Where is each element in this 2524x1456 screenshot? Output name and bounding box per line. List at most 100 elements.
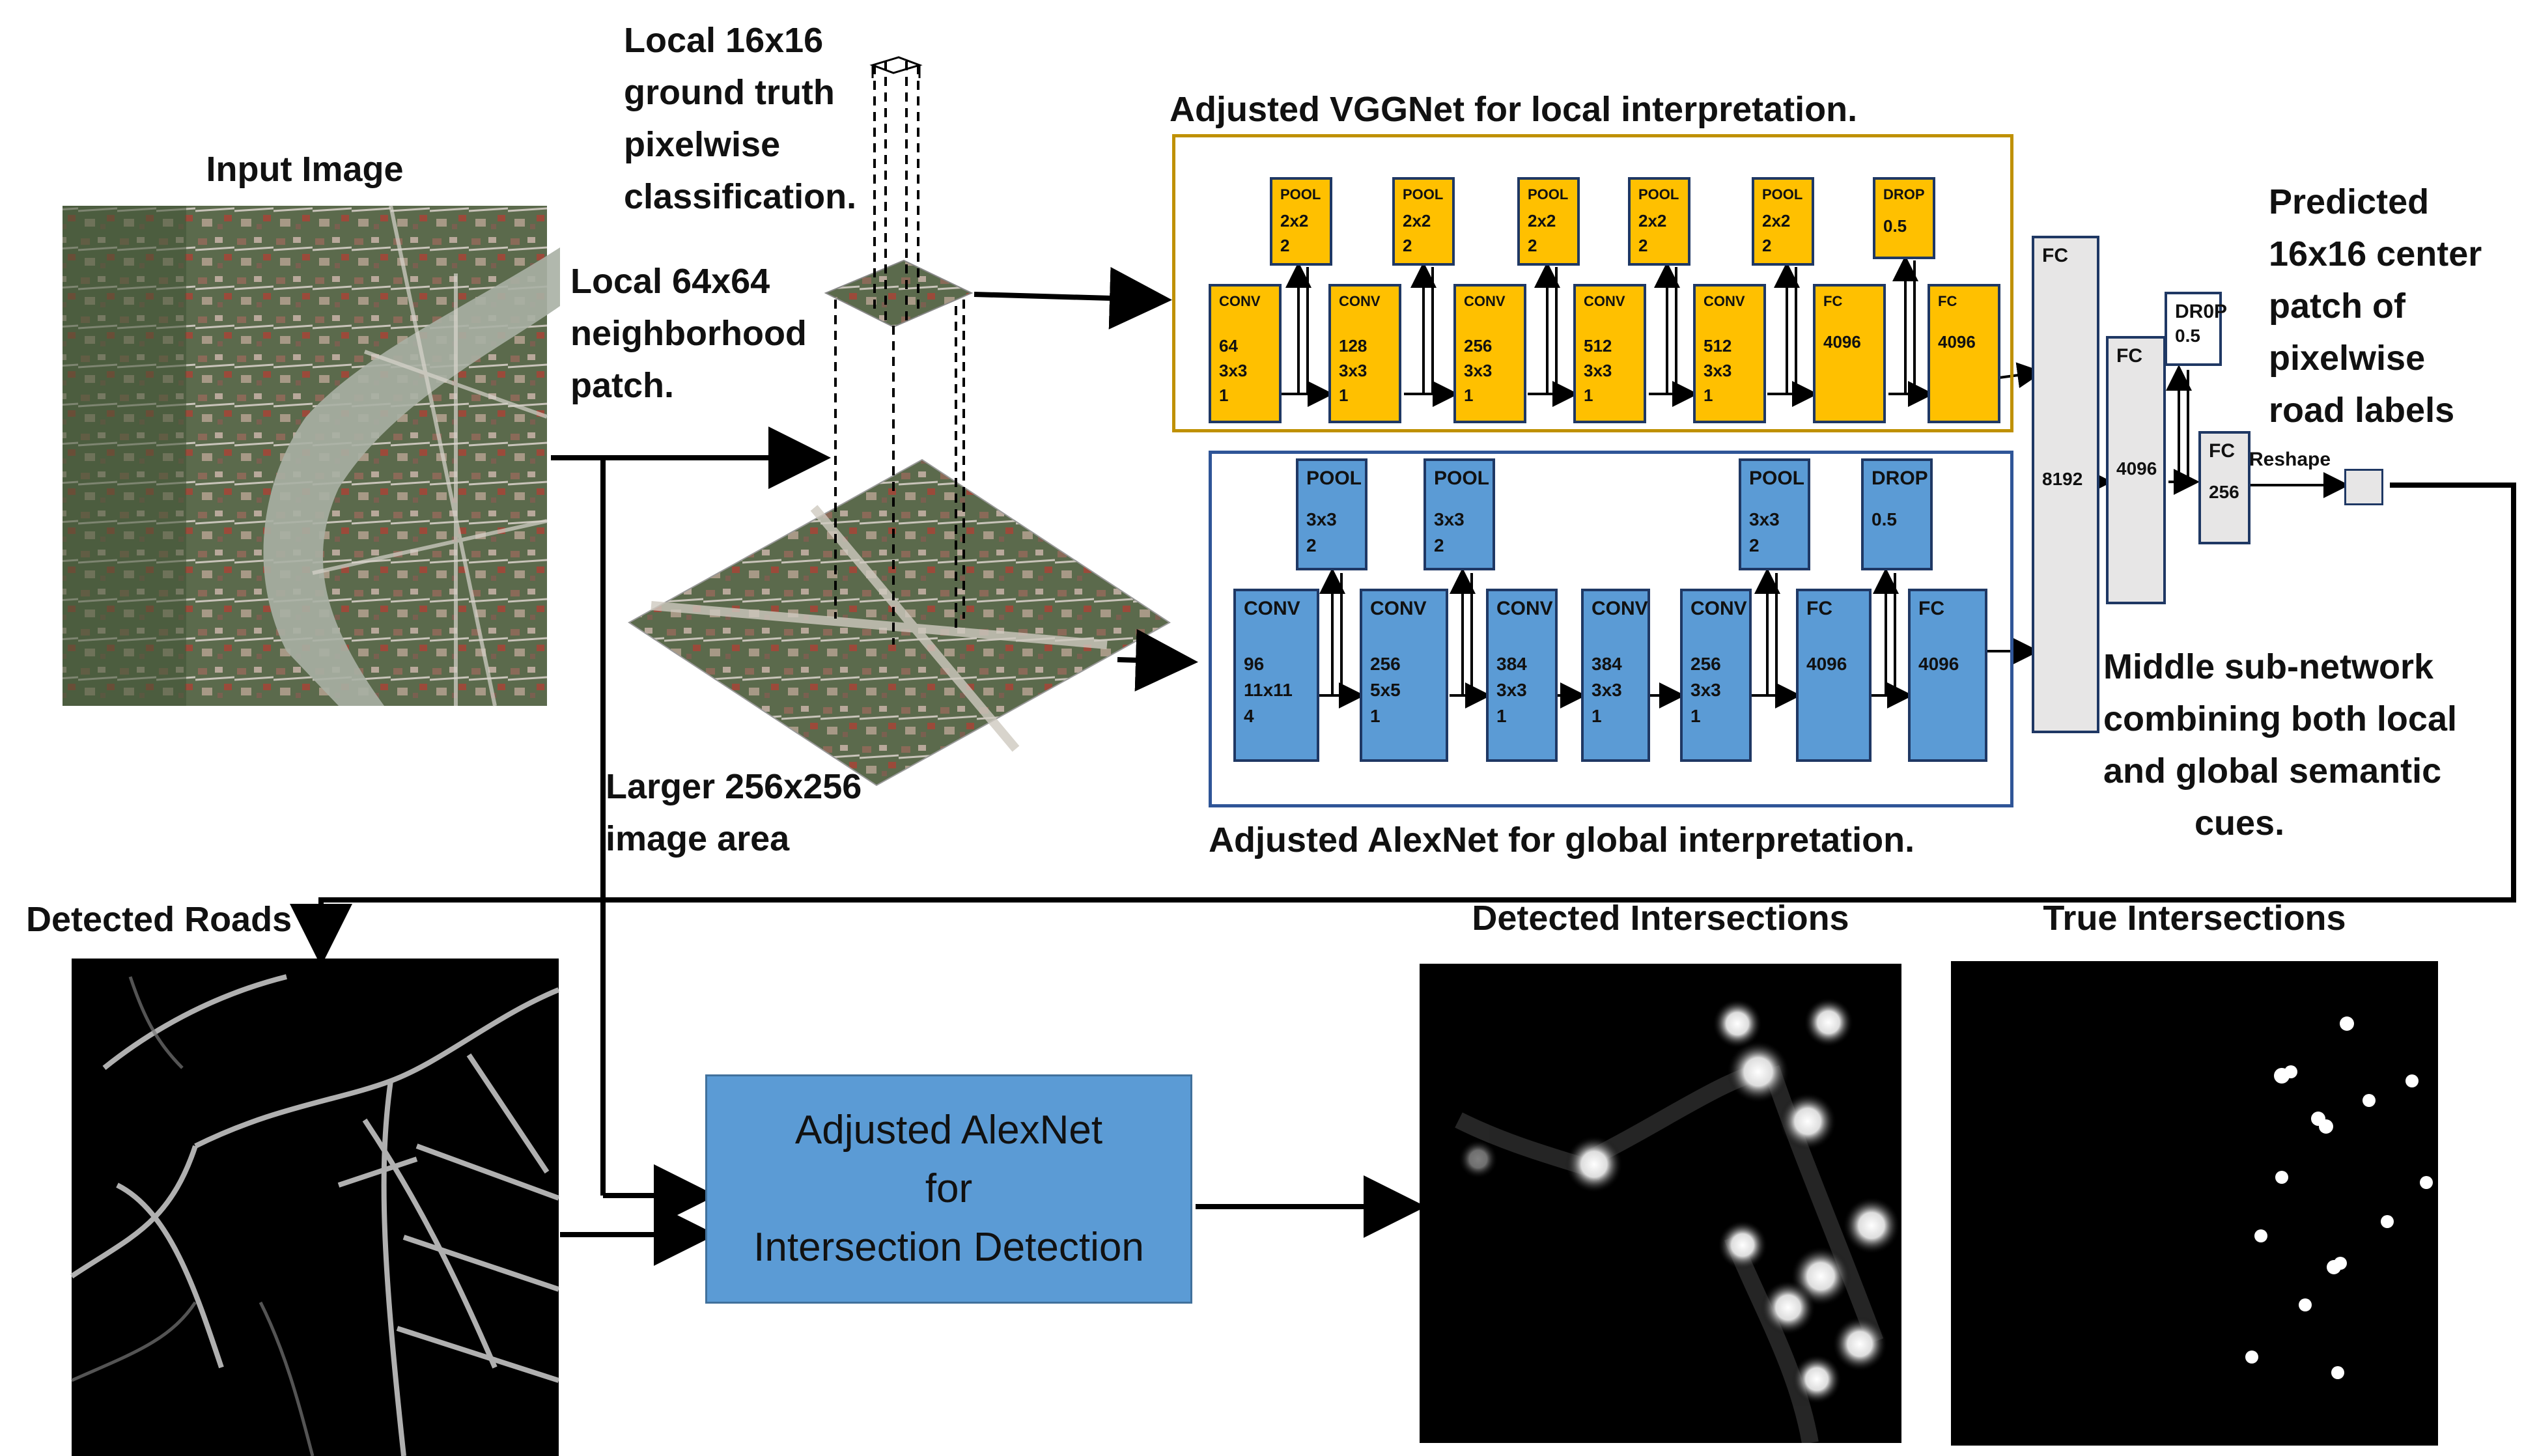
larger-area-label-1: Larger 256x256 <box>606 767 862 806</box>
alex-layer-type: FC <box>1918 598 1944 619</box>
ground-truth-label-1: Local 16x16 <box>624 21 824 60</box>
vgg-layer-type: FC <box>1938 293 1957 309</box>
middle-label-3: and global semantic <box>2103 751 2442 791</box>
middle-layer-params: 256 <box>2209 482 2239 502</box>
intersection-box-line-1: Adjusted AlexNet <box>794 1108 1103 1153</box>
neighborhood-label-2: neighborhood <box>570 314 807 353</box>
ground-truth-label-2: ground truth <box>624 73 835 112</box>
middle-label-1: Middle sub-network <box>2103 647 2434 686</box>
vgg-layer-type: CONV <box>1339 293 1381 309</box>
alex-layer-type: CONV <box>1244 598 1300 619</box>
alex-layer-9-fc: FC 4096 <box>1796 589 1872 762</box>
alex-layer-type: CONV <box>1370 598 1427 619</box>
larger-area-label-2: image area <box>606 819 790 858</box>
alex-layer-params: 384 3x3 1 <box>1496 654 1527 726</box>
local-patch-64 <box>824 259 974 328</box>
vgg-layer-type: POOL <box>1638 186 1679 203</box>
middle-layer-type: FC <box>2042 245 2068 266</box>
alex-layer-params: 4096 <box>1918 654 1959 674</box>
middle-layer-params: 4096 <box>2116 458 2157 479</box>
predicted-label-5: road labels <box>2269 391 2455 430</box>
vgg-layer-params: 64 3x3 1 <box>1219 336 1248 405</box>
vgg-layer-type: FC <box>1823 293 1843 309</box>
input-image <box>63 205 560 707</box>
neighborhood-label-3: patch. <box>570 366 675 405</box>
neighborhood-label-1: Local 64x64 <box>570 262 770 301</box>
predicted-label-4: pixelwise <box>2269 339 2426 378</box>
vgg-layer-type: DROP <box>1883 186 1925 203</box>
middle-layer-params: 8192 <box>2042 469 2083 489</box>
alex-layer-type: CONV <box>1496 598 1553 619</box>
ground-truth-label-3: pixelwise <box>624 125 781 164</box>
predicted-label-3: patch of <box>2269 287 2405 326</box>
predicted-label-2: 16x16 center <box>2269 234 2482 273</box>
reshape-label: Reshape <box>2249 449 2331 470</box>
middle-label-4: cues. <box>2194 804 2285 843</box>
vgg-layer-params: 512 3x3 1 <box>1704 336 1732 405</box>
layer-arrows <box>1280 255 2349 708</box>
true-intersections-label: True Intersections <box>2043 899 2346 938</box>
ground-truth-cube <box>869 56 923 78</box>
vgg-layer-params: 4096 <box>1938 332 1976 352</box>
vgg-layer-type: POOL <box>1528 186 1569 203</box>
vgg-layer-params: 2x2 2 <box>1403 211 1431 255</box>
intersection-box-line-3: Intersection Detection <box>753 1225 1144 1270</box>
detected-roads-image <box>70 959 560 1456</box>
alex-layer-params: 256 5x5 1 <box>1370 654 1401 726</box>
alex-layer-type: FC <box>1806 598 1832 619</box>
middle-layer-type: FC <box>2209 440 2235 462</box>
detected-roads-label: Detected Roads <box>26 900 292 939</box>
alex-layer-type: POOL <box>1749 468 1805 489</box>
middle-layer-type: DR0P <box>2175 301 2228 322</box>
alex-layer-params: 96 11x11 4 <box>1244 654 1293 726</box>
vgg-layer-params: 0.5 <box>1883 216 1907 236</box>
vgg-layer-params: 512 3x3 1 <box>1584 336 1612 405</box>
alex-layer-params: 4096 <box>1806 654 1847 674</box>
vggnet-title: Adjusted VGGNet for local interpretation… <box>1170 90 1858 129</box>
alex-layer-1-conv: CONV 96 11x11 4 <box>1233 589 1319 762</box>
alex-layer-params: 3x3 2 <box>1434 509 1465 555</box>
middle-layer-3-dr0p: DR0P 0.5 <box>2165 292 2227 366</box>
predicted-label-1: Predicted <box>2269 182 2430 221</box>
vgg-layer-params: 128 3x3 1 <box>1339 336 1367 405</box>
vgg-layer-params: 2x2 2 <box>1762 211 1791 255</box>
alex-layer-5-conv: CONV 384 3x3 1 <box>1486 589 1558 762</box>
middle-layer-params: 0.5 <box>2175 326 2200 346</box>
vgg-layer-type: CONV <box>1584 293 1625 309</box>
vgg-layer-params: 256 3x3 1 <box>1464 336 1493 405</box>
vgg-layer-13-fc: FC 4096 <box>1928 284 2000 423</box>
vgg-layer-3-conv: CONV 128 3x3 1 <box>1328 284 1401 423</box>
vgg-layer-12-drop: DROP 0.5 <box>1873 177 1935 259</box>
vgg-layer-params: 2x2 2 <box>1528 211 1556 255</box>
vgg-layer-type: CONV <box>1704 293 1745 309</box>
intersection-box-line-2: for <box>925 1166 973 1211</box>
vgg-layer-params: 2x2 2 <box>1280 211 1309 255</box>
alex-layer-params: 0.5 <box>1872 509 1897 529</box>
output-patch <box>2344 469 2383 505</box>
intersection-detection-box: Adjusted AlexNet for Intersection Detect… <box>705 1074 1192 1304</box>
vggnet-frame <box>1172 134 2013 432</box>
middle-layer-type: FC <box>2116 345 2142 367</box>
alex-layer-params: 256 3x3 1 <box>1690 654 1721 726</box>
alex-layer-params: 3x3 2 <box>1306 509 1337 555</box>
ground-truth-label-4: classification. <box>624 177 857 216</box>
vgg-layer-9-conv: CONV 512 3x3 1 <box>1693 284 1766 423</box>
vgg-layer-8-pool: POOL 2x2 2 <box>1628 177 1690 266</box>
vgg-layer-type: POOL <box>1280 186 1321 203</box>
vgg-layer-params: 2x2 2 <box>1638 211 1667 255</box>
alexnet-title: Adjusted AlexNet for global interpretati… <box>1209 820 1915 860</box>
alex-layer-type: POOL <box>1306 468 1362 489</box>
projection-lines <box>834 61 965 645</box>
